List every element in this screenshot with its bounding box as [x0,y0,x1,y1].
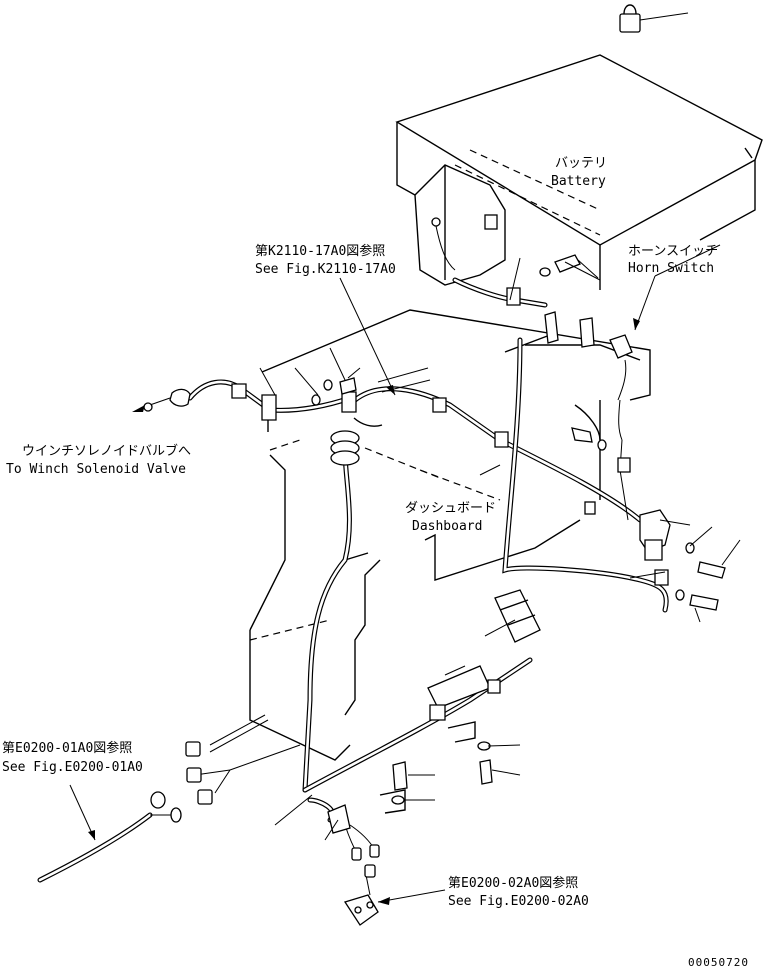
ref-e0200-02-label-en: See Fig.E0200-02A0 [448,894,589,909]
bolt-icon [392,761,408,791]
horn-switch-label-jp: ホーンスイッチ [628,244,718,259]
horn-switch-icon [609,334,633,359]
bolts-washers [311,254,726,805]
ref-k2110-label-jp: 第K2110-17A0図参照 [255,243,385,259]
ref-e0200-01-label-en: See Fig.E0200-01A0 [2,760,143,775]
leader-lines [69,244,741,903]
washer-icon [597,439,607,451]
labels: バッテリ Battery ホーンスイッチ Horn Switch 第K2110-… [2,156,749,969]
ref-k2110-label-en: See Fig.K2110-17A0 [255,262,396,277]
dashboard-label-en: Dashboard [412,519,482,534]
ref-e0200-01-label-jp: 第E0200-01A0図参照 [2,740,132,756]
ref-e0200-02-label-jp: 第E0200-02A0図参照 [448,875,578,891]
bolt-icon [689,594,719,611]
dashboard-label-jp: ダッシュボード [405,501,496,516]
bolt-icon [697,561,726,579]
bolt-icon [554,254,599,279]
bolt-icon [479,759,493,785]
washer-icon [323,379,333,391]
winch-label-jp: ウインチソレノイドバルブへ [22,443,191,459]
battery-label-jp: バッテリ [555,156,607,171]
harness-clamps [143,287,671,926]
washer-icon [391,795,405,805]
arrowheads [88,318,640,905]
washer-icon [675,589,685,601]
switch-lever-icon [579,317,595,348]
washer-icon [685,542,695,554]
bolt-icon [339,367,361,395]
horn-switch-label-en: Horn Switch [628,261,714,276]
bolt-icon [584,501,596,515]
bolt-icon [571,427,593,443]
winch-label-en: To Winch Solenoid Valve [6,462,186,477]
padlock-icon [619,4,689,33]
drawing-number: 00050720 [688,956,749,969]
switch-lever-icon [544,311,559,344]
battery-box [395,54,763,290]
harness-cables [37,277,669,896]
washer-icon [539,267,551,277]
washer-icon [311,394,321,406]
battery-label-en: Battery [551,174,606,189]
